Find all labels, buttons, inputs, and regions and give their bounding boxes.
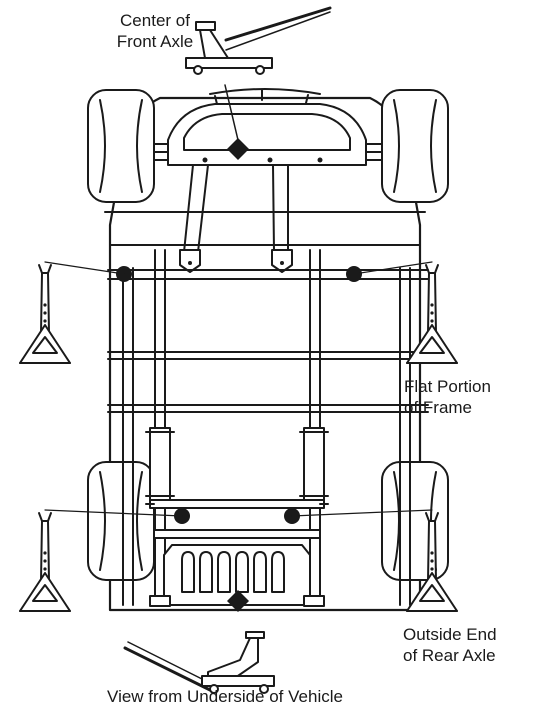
front-axle-label: Center of Front Axle [90,10,220,52]
frame-label: Flat Portion of Frame [404,376,491,418]
rear-left-tire [87,461,155,581]
caption-text: View from Underside of Vehicle [107,687,343,706]
front-control-arms [179,164,293,273]
front-axle-label-line2: Front Axle [116,32,194,51]
floor-jack-icon [123,631,275,694]
rear-axle-label: Outside End of Rear Axle [403,624,497,666]
floor-jack-icon [185,6,332,141]
jack-stand-icon [19,264,71,364]
rear-axle-label-line2: of Rear Axle [403,646,496,665]
rear-suspension [145,427,329,539]
front-left-tire [87,89,155,203]
jack-stand-icon [406,512,458,612]
leader-lines [44,261,433,517]
rear-differential [149,544,325,607]
diamond-marker-icon [227,590,249,612]
diamond-marker-icon [227,138,249,160]
rear-axle-label-line1: Outside End [403,625,497,644]
jack-stand-icon [19,512,71,612]
rear-right-tire [381,461,449,581]
frame-label-line2: of Frame [404,398,473,417]
diagram-caption: View from Underside of Vehicle [60,686,390,707]
frame-label-line1: Flat Portion [404,377,491,396]
front-axle-label-line1: Center of [120,11,190,30]
front-axle-assembly [153,88,383,166]
front-right-tire [381,89,449,203]
jack-stand-icon [406,264,458,364]
